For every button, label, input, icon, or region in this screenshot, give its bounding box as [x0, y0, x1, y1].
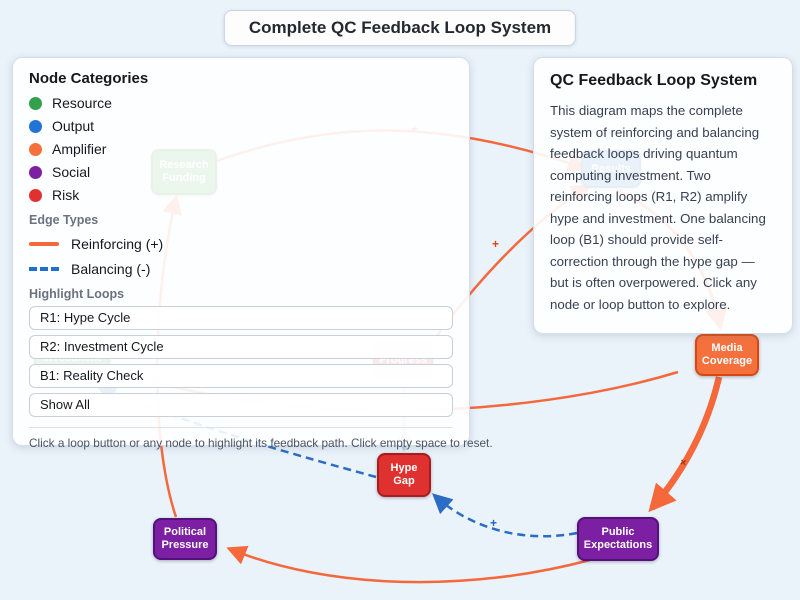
legend-heading: Node Categories — [29, 70, 149, 87]
legend-item-label: Resource — [52, 95, 112, 111]
legend-item-social: Social — [29, 164, 453, 180]
edge-type-reinforcing: Reinforcing (+) — [29, 236, 453, 252]
risk-dot-icon — [29, 188, 42, 202]
legend-item-label: Risk — [52, 187, 80, 203]
edge-type-label: Reinforcing (+) — [71, 236, 164, 252]
info-panel: QC Feedback Loop System This diagram map… — [533, 57, 793, 335]
edge-types-heading: Edge Types — [29, 213, 99, 227]
node-political-pressure[interactable]: Political Pressure — [153, 518, 217, 560]
node-hype-gap[interactable]: Hype Gap — [377, 453, 431, 497]
page-title: Complete QC Feedback Loop System — [223, 10, 577, 46]
legend-item-label: Output — [52, 118, 95, 134]
output-dot-icon — [29, 119, 42, 133]
info-panel-body: This diagram maps the complete system of… — [550, 103, 766, 312]
legend-item-amplifier: Amplifier — [29, 141, 453, 157]
edge-type-balancing: Balancing (-) — [29, 261, 453, 277]
legend-item-label: Social — [52, 164, 91, 180]
loop-button-show-all[interactable]: Show All — [29, 393, 453, 417]
edge-public-expectations-political-pressure — [226, 545, 591, 584]
legend-item-output: Output — [29, 118, 453, 134]
loop-button-r1[interactable]: R1: Hype Cycle — [29, 306, 453, 330]
legend-panel: Node Categories Resource Output Amplifie… — [12, 57, 493, 450]
loop-button-r2[interactable]: R2: Investment Cycle — [29, 335, 453, 359]
info-panel-heading: QC Feedback Loop System — [550, 72, 758, 89]
node-media-coverage[interactable]: Media Coverage — [695, 334, 759, 376]
edge-type-label: Balancing (-) — [71, 261, 151, 277]
highlight-loops-heading: Highlight Loops — [29, 287, 125, 301]
edge-polarity-label: + — [490, 516, 497, 530]
node-public-expectations[interactable]: Public Expectations — [577, 517, 659, 561]
balancing-line-icon — [29, 267, 59, 271]
edge-media-coverage-public-expectations — [648, 376, 723, 513]
legend-footer-hint: Click a loop button or any node to highl… — [29, 427, 493, 450]
social-dot-icon — [29, 165, 42, 179]
legend-item-label: Amplifier — [52, 141, 107, 157]
edge-polarity-label: + — [492, 237, 499, 251]
legend-item-resource: Resource — [29, 95, 453, 111]
edge-public-expectations-hype-gap — [432, 493, 578, 538]
reinforcing-line-icon — [29, 242, 59, 246]
resource-dot-icon — [29, 96, 42, 110]
loop-button-b1[interactable]: B1: Reality Check — [29, 364, 453, 388]
amplifier-dot-icon — [29, 142, 42, 156]
legend-item-risk: Risk — [29, 187, 453, 203]
